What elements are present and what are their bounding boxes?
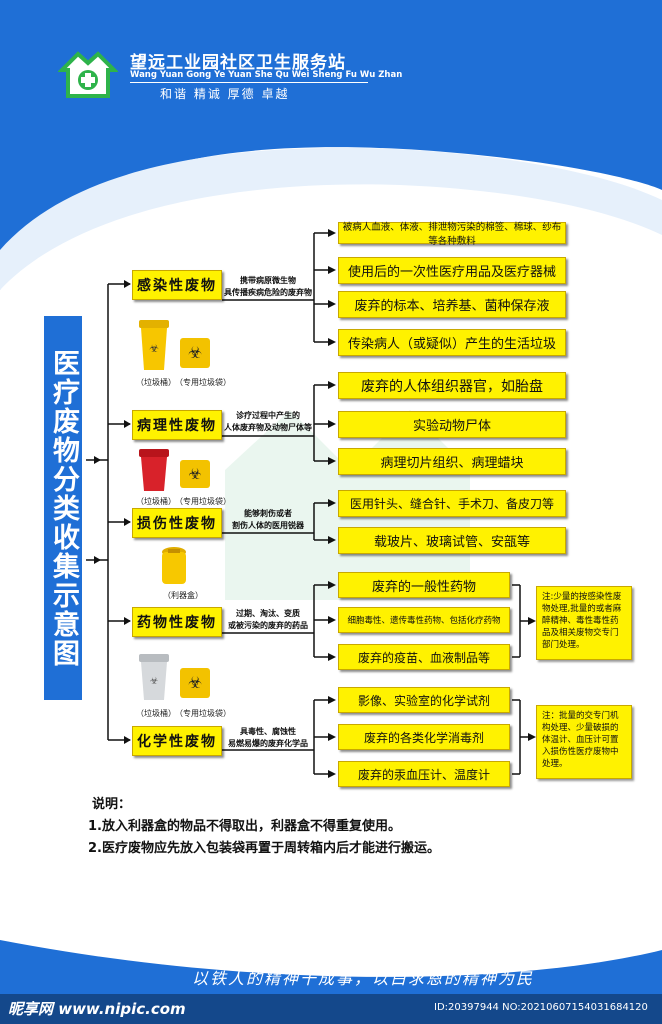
red-bin-icon — [138, 447, 170, 493]
category-desc: 诊疗过程中产生的人体废弃物及动物尸体等 — [224, 411, 312, 432]
svg-text:☣: ☣ — [149, 342, 159, 355]
house-cross-logo-icon — [57, 44, 119, 100]
list-item: 载玻片、玻璃试管、安瓿等 — [338, 527, 566, 554]
list-item: 使用后的一次性医疗用品及医疗器械 — [338, 257, 566, 284]
biohazard-icon: ☣ — [188, 465, 202, 483]
list-item: 实验动物尸体 — [338, 411, 566, 438]
yellow-bag-icon: ☣ — [180, 460, 210, 488]
grey-bin-icon: ☣ — [138, 652, 170, 702]
category-pharmaceutical: 药物性废物 — [132, 607, 222, 637]
category-desc: 过期、淘汰、变质或被污染的废弃的药品 — [228, 609, 308, 630]
caption-bag: （专用垃圾袋） — [175, 497, 231, 506]
sharps-box-icon — [160, 546, 188, 586]
caption-bin: （垃圾桶） — [136, 497, 176, 506]
list-item: 传染病人（或疑似）产生的生活垃圾 — [338, 329, 566, 356]
list-item: 影像、实验室的化学试剂 — [338, 687, 510, 713]
category-desc: 能够刺伤或者割伤人体的医用锐器 — [232, 509, 304, 530]
watermark-site: 昵享网 www.nipic.com — [8, 1000, 186, 1018]
biohazard-icon: ☣ — [187, 673, 203, 692]
yellow-bin-icon: ☣ — [138, 318, 170, 372]
list-item: 废弃的疫苗、血液制品等 — [338, 644, 510, 670]
list-item: 废弃的一般性药物 — [338, 572, 510, 598]
list-item: 细胞毒性、遗传毒性药物、包括化疗药物 — [338, 607, 510, 633]
header-divider — [130, 82, 368, 83]
category-sharps: 损伤性废物 — [132, 508, 222, 538]
yellow-bag-icon: ☣ — [180, 668, 210, 698]
list-item: 病理切片组织、病理蜡块 — [338, 448, 566, 475]
svg-text:☣: ☣ — [150, 676, 159, 687]
category-desc: 携带病原微生物具传播疾病危险的废弃物 — [224, 276, 312, 297]
category-pathological: 病理性废物 — [132, 410, 222, 440]
yellow-bag-icon: ☣ — [180, 338, 210, 368]
category-desc: 具毒性、腐蚀性易燃易爆的废弃化学品 — [228, 727, 308, 748]
caption-bin: （垃圾桶） — [136, 709, 176, 718]
org-pinyin: Wang Yuan Gong Ye Yuan She Qu Wei Sheng … — [130, 70, 403, 80]
org-name: 望远工业园社区卫生服务站 — [130, 53, 346, 73]
caption-sharps: （利器盒） — [163, 591, 203, 600]
category-chemical: 化学性废物 — [132, 726, 222, 756]
pharmaceutical-note: 注:少量的按感染性废物处理,批量的或者麻醉精神、毒性毒性药品及相关废物交专门部门… — [536, 586, 632, 660]
biohazard-icon: ☣ — [187, 343, 203, 362]
watermark-bar — [0, 994, 662, 1024]
note-line: 2.医疗废物应先放入包装袋再置于周转箱内后才能进行搬运。 — [88, 841, 440, 856]
list-item: 废弃的各类化学消毒剂 — [338, 724, 510, 750]
page-title: 医疗废物分类收集示意图 — [44, 316, 82, 700]
notes-heading: 说明： — [92, 797, 132, 812]
slogan: 和谐 精诚 厚德 卓越 — [160, 87, 290, 101]
caption-bag: （专用垃圾袋） — [175, 378, 231, 387]
watermark-id: ID:20397944 NO:20210607154031684120 — [434, 1002, 648, 1013]
list-item: 废弃的汞血压计、温度计 — [338, 761, 510, 787]
caption-bag: （专用垃圾袋） — [175, 709, 231, 718]
list-item: 废弃的人体组织器官，如胎盘 — [338, 372, 566, 399]
list-item: 废弃的标本、培养基、菌种保存液 — [338, 291, 566, 318]
note-line: 1.放入利器盒的物品不得取出，利器盒不得重复使用。 — [88, 819, 401, 834]
chemical-note: 注：批量的交专门机构处理、少量破损的体温计、血压计可置入损伤性医疗废物中处理。 — [536, 705, 632, 779]
list-item: 被病人血液、体液、排泄物污染的棉签、棉球、纱布等各种敷料 — [338, 222, 566, 247]
list-item: 医用针头、缝合针、手术刀、备皮刀等 — [338, 490, 566, 517]
category-infectious: 感染性废物 — [132, 270, 222, 300]
caption-bin: （垃圾桶） — [136, 378, 176, 387]
footer-motto: 以铁人的精神干成事，以白求恩的精神为民 — [192, 969, 535, 988]
